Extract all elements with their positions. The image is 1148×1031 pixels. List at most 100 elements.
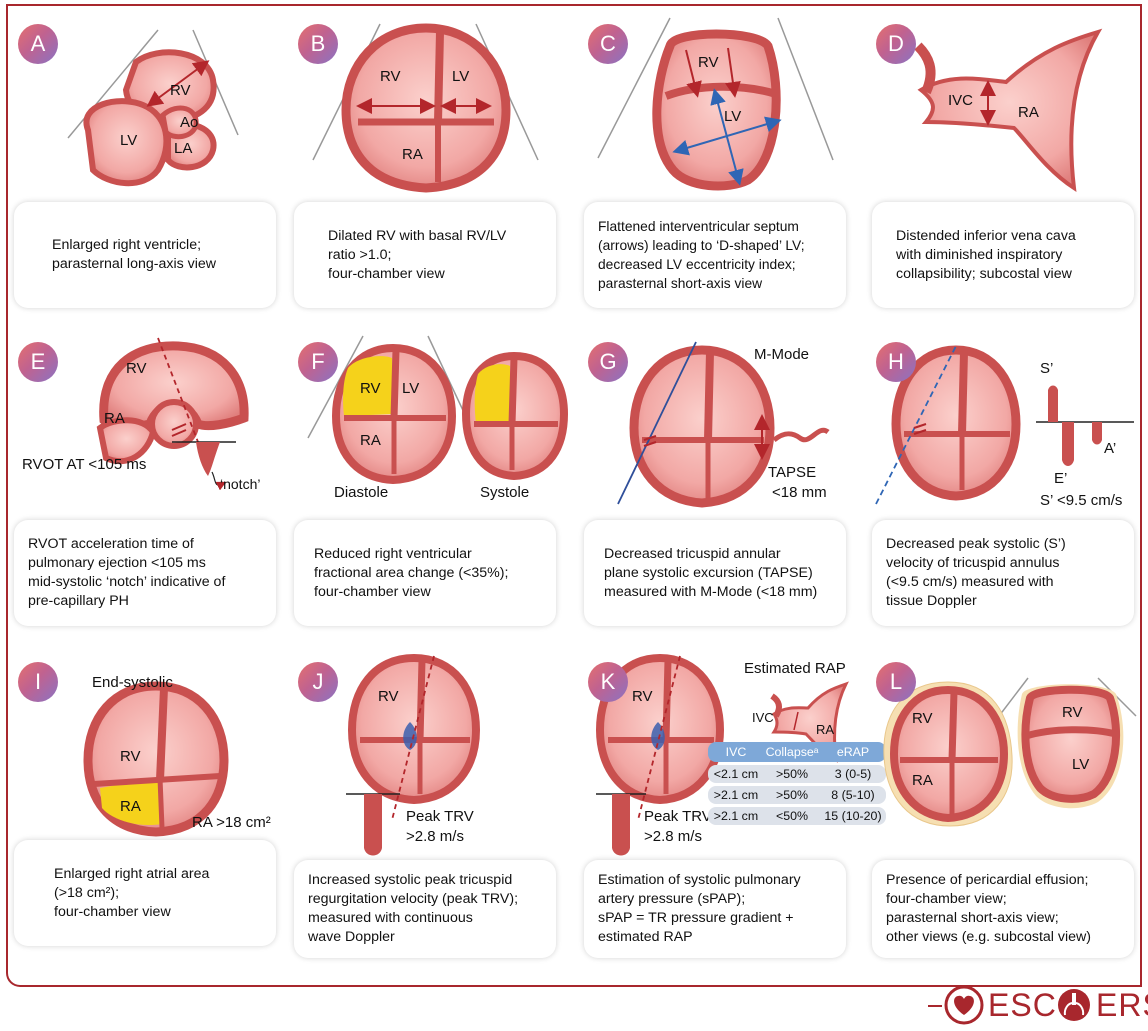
panel-e: E RV RA RVOT AT <105 ms ‘notch’ RVOT acc… [8,328,284,646]
end-systolic-label: End-systolic [92,674,173,691]
diastole-label: Diastole [334,484,388,501]
panel-caption: Increased systolic peak tricuspid regurg… [294,860,556,958]
ao-label: Ao [180,114,198,131]
estimated-rap-table: IVC Collapseᵃ eRAP <2.1 cm >50% 3 (0-5) … [708,742,886,825]
rv-label: RV [380,68,401,85]
caption-line: parasternal long-axis view [28,255,262,274]
caption-line: Decreased peak systolic (S’) [886,535,1120,554]
ers-logo-text: ERS [1096,987,1148,1024]
caption-line: four-chamber view [308,265,542,284]
ers-lung-icon [1054,985,1094,1025]
mmode-label: M-Mode [754,346,809,363]
e-prime-label: E’ [1054,470,1067,487]
s-prime-label: S’ [1040,360,1053,377]
caption-line: sPAP = TR pressure gradient + [598,909,832,928]
ra-label: RA [360,432,381,449]
ivc-label: IVC [948,92,973,109]
caption-line: four-chamber view [308,583,542,602]
caption-line: wave Doppler [308,928,542,947]
lv-label: LV [120,132,137,149]
panel-i: I End-systolic RV RA RA >18 cm² Enlarged… [8,648,284,966]
cell: >2.1 cm [708,786,764,804]
caption-line: Increased systolic peak tricuspid [308,871,542,890]
rv-label: RV [378,688,399,705]
table-row: >2.1 cm >50% 8 (5-10) [708,786,886,804]
panel-b: B RV LV RA Dilated RV with basal RV/LV r… [288,10,564,328]
a-prime-label: A’ [1104,440,1116,457]
table-row: >2.1 cm <50% 15 (10-20) [708,807,886,825]
peak-trv-label: Peak TRV [406,808,474,825]
panel-caption: Decreased tricuspid annular plane systol… [584,520,846,626]
panel-d: D IVC RA Distended inferior vena cava wi… [866,10,1142,328]
caption-line: other views (e.g. subcostal view) [886,928,1120,947]
table-header: IVC Collapseᵃ eRAP [708,742,886,762]
caption-line: Reduced right ventricular [308,545,542,564]
caption-line: RVOT acceleration time of [28,535,262,554]
logo-rule-left [928,1005,942,1007]
panel-caption: Enlarged right atrial area (>18 cm²); fo… [14,840,276,946]
systole-label: Systole [480,484,529,501]
caption-line: Decreased tricuspid annular [598,545,832,564]
panel-c: C RV LV Flattened interventricular septu… [578,10,854,328]
panel-caption: Estimation of systolic pulmonary artery … [584,860,846,958]
caption-line: velocity of tricuspid annulus [886,554,1120,573]
esc-ers-logo: ESC ERS [928,985,1148,1025]
caption-line: measured with continuous [308,909,542,928]
panel-letter-badge: E [18,342,58,382]
rvot-at-label: RVOT AT <105 ms [22,456,146,473]
panel-caption: Distended inferior vena cava with dimini… [872,202,1134,308]
panel-letter-badge: D [876,24,916,64]
rv-label: RV [360,380,381,397]
caption-line: estimated RAP [598,928,832,947]
notch-label: ‘notch’ [220,476,260,492]
panel-f: F RV LV RA Diastole Systole Reduced righ… [288,328,564,646]
panel-k: K RV Estimated RAP IVC RA Peak TRV >2.8 … [578,648,854,966]
caption-line: Distended inferior vena cava [886,227,1120,246]
cell: >2.1 cm [708,807,764,825]
panel-g: G M-Mode TAPSE <18 mm Decreased tricuspi… [578,328,854,646]
ra-label: RA [120,798,141,815]
panel-letter-badge: A [18,24,58,64]
panel-caption: Decreased peak systolic (S’) velocity of… [872,520,1134,626]
table-row: <2.1 cm >50% 3 (0-5) [708,765,886,783]
caption-line: (>18 cm²); [28,884,262,903]
rv-label: RV [170,82,191,99]
caption-line: (arrows) leading to ‘D-shaped’ LV; [598,236,832,255]
panel-a: A RV LV Ao LA Enlarged right ventricle; … [8,10,284,328]
panel-caption: Enlarged right ventricle; parasternal lo… [14,202,276,308]
caption-line: Presence of pericardial effusion; [886,871,1120,890]
peak-trv-label: Peak TRV [644,808,712,825]
panel-letter-badge: F [298,342,338,382]
panel-letter-badge: J [298,662,338,702]
panel-caption: Reduced right ventricular fractional are… [294,520,556,626]
cell: >50% [764,765,820,783]
panel-letter-badge: K [588,662,628,702]
ra-label: RA [912,772,933,789]
caption-line: parasternal short-axis view; [886,909,1120,928]
esc-logo-text: ESC [988,987,1057,1024]
esc-heart-icon [944,985,984,1025]
caption-line: Enlarged right atrial area [28,865,262,884]
tapse-label: TAPSE [768,464,816,481]
s-prime-value: S’ <9.5 cm/s [1040,492,1122,509]
caption-line: fractional area change (<35%); [308,564,542,583]
tapse-value: <18 mm [772,484,827,501]
lv-label: LV [724,108,741,125]
rv-label: RV [912,710,933,727]
caption-line: four-chamber view; [886,890,1120,909]
ra-label: RA [1018,104,1039,121]
ra-label: RA [402,146,423,163]
caption-line: regurgitation velocity (peak TRV); [308,890,542,909]
ra-label: RA [816,722,834,737]
caption-line: parasternal short-axis view [598,274,832,293]
lv-label: LV [452,68,469,85]
caption-line: pre-capillary PH [28,592,262,611]
panel-caption: RVOT acceleration time of pulmonary ejec… [14,520,276,626]
caption-line: tissue Doppler [886,592,1120,611]
caption-line: ratio >1.0; [308,246,542,265]
rv-label: RV [632,688,653,705]
panel-letter-badge: L [876,662,916,702]
lv-label-psax: LV [1072,756,1089,773]
panel-caption: Dilated RV with basal RV/LV ratio >1.0; … [294,202,556,308]
cell: <2.1 cm [708,765,764,783]
